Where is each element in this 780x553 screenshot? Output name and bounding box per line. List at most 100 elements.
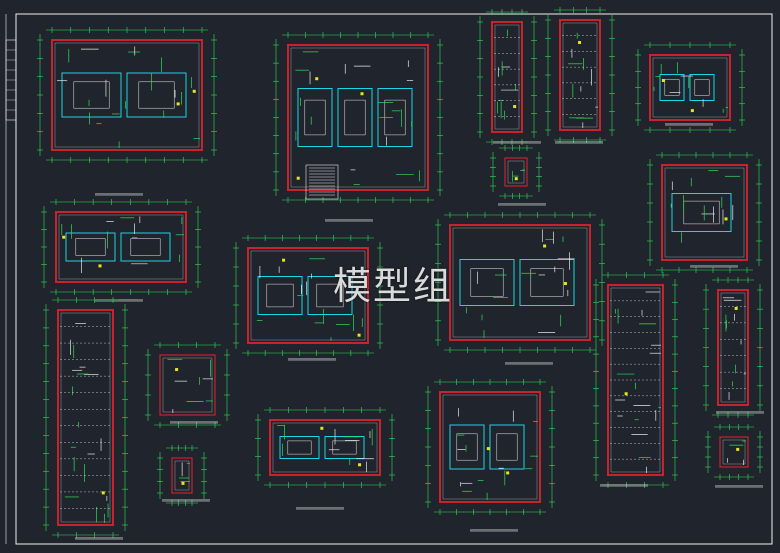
highlight-marker [98,264,102,268]
wall-outline [439,391,541,503]
drawing-d12 [145,342,230,428]
wall-outline [51,39,203,151]
equipment-detail [304,99,326,136]
stair [305,164,339,200]
highlight-marker [357,333,361,337]
equipment-unit [120,232,171,262]
drawing-d17 [703,277,764,418]
wall-outline [504,157,528,187]
highlight-marker [734,306,738,310]
wall-inner-line [58,214,184,280]
wall-inner-line [162,357,213,413]
drawing-d16 [593,272,678,488]
drawings-group [37,7,764,540]
highlight-marker [736,447,740,451]
wall-outline [171,457,193,494]
drawing-d18 [705,424,763,488]
highlight-marker [175,368,179,372]
equipment-detail [287,440,312,455]
drawing-d8 [233,235,383,361]
equipment-unit [279,436,320,459]
equipment-detail [138,81,175,109]
drawing-d14 [255,407,395,510]
highlight-marker [513,105,517,109]
equipment-unit [307,276,353,315]
equipment-detail [664,79,680,96]
equipment-unit [297,88,333,147]
title-block-rows [6,49,16,111]
equipment-detail [332,440,357,455]
equipment-unit [449,424,485,470]
equipment-unit [689,74,715,101]
wall-inner-line [652,57,728,118]
equipment-unit [257,276,303,315]
equipment-detail [456,433,478,461]
drawing-d15 [425,379,555,532]
wall-outline [287,44,429,191]
wall-outline [649,54,731,121]
wall-inner-line [174,460,190,491]
highlight-marker [181,481,185,485]
equipment-unit [659,74,685,101]
drawing-d4 [545,7,615,144]
highlight-marker [315,77,319,81]
highlight-marker [176,102,180,106]
equipment-unit [337,88,373,147]
highlight-marker [62,235,66,239]
wall-outline [717,289,749,406]
wall-outline [247,247,369,344]
wall-outline [491,21,523,133]
drawing-d11 [43,297,128,540]
wall-inner-line [442,394,538,500]
wall-inner-line [722,439,746,465]
wall-inner-line [54,42,200,148]
drawing-d9 [435,212,605,365]
wall-inner-line [290,47,426,188]
equipment-detail [75,238,106,256]
equipment-detail [344,99,366,136]
sheet-frame [15,13,773,545]
highlight-marker [690,109,694,113]
highlight-marker [486,447,490,451]
drawing-d2 [273,32,443,222]
equipment-unit [459,259,515,306]
drawing-d7 [41,199,201,302]
equipment-detail [470,268,504,297]
equipment-detail [73,81,110,109]
equipment-detail [266,283,294,308]
wall-inner-line [720,292,746,403]
wall-inner-line [452,227,588,338]
wall-outline [719,436,749,468]
highlight-marker [282,258,286,262]
equipment-detail [496,433,518,461]
highlight-marker [624,392,628,396]
highlight-marker [563,282,567,286]
equipment-unit [489,424,525,470]
drawing-d13 [157,445,210,506]
highlight-marker [724,217,728,221]
equipment-detail [530,268,564,297]
wall-inner-line [664,167,745,258]
wall-outline [55,211,187,283]
highlight-marker [514,177,518,181]
wall-inner-line [250,250,366,341]
highlight-marker [101,491,105,495]
stair-outline [305,164,339,200]
equipment-detail [683,200,720,225]
equipment-unit [324,436,365,459]
drawing-d5 [635,42,745,133]
wall-outline [57,309,114,526]
equipment-unit [126,72,187,118]
wall-outline [661,164,748,261]
highlight-marker [320,426,324,430]
highlight-marker [661,78,665,82]
wall-outline [449,224,591,341]
highlight-marker [543,244,547,248]
wall-outline [607,284,664,476]
highlight-marker [578,41,582,45]
highlight-marker [358,463,362,467]
equipment-unit [519,259,575,306]
drawing-d6 [647,152,762,273]
